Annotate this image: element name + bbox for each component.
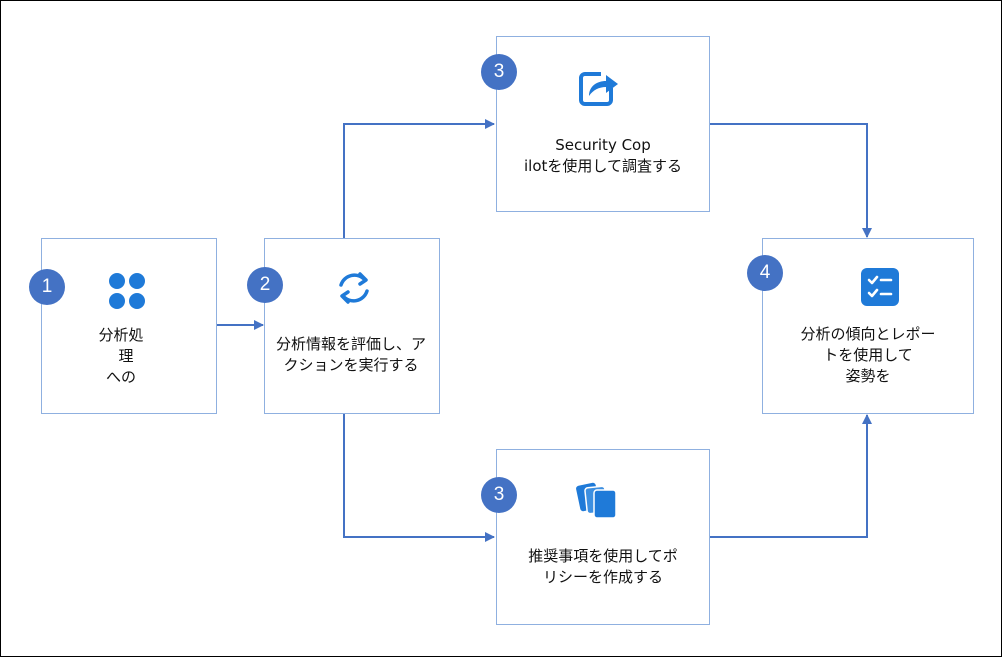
step-2-line-2: クションを実行する: [283, 356, 419, 374]
step-4-label: 分析の傾向とレポー トを使用して 姿勢を: [777, 324, 959, 387]
step-3-top-label: Security Cop ilotを使用して調査する: [511, 135, 695, 177]
connector-3-top-to-4: [710, 123, 872, 238]
step-2-line-1: 分析情報を評価し、ア: [275, 335, 426, 353]
step-1-line-1: 分析処: [98, 326, 144, 344]
step-3-top-badge: 3: [481, 54, 517, 90]
step-3-bottom-label: 推奨事項を使用してポ リシーを作成する: [511, 546, 695, 588]
step-4-box: [762, 238, 974, 414]
step-2-box: [264, 238, 440, 414]
connector-2-to-3-top: [343, 119, 495, 238]
step-3-bottom-line-2: リシーを作成する: [542, 568, 663, 586]
checklist-icon: [861, 268, 899, 310]
connector-3-bottom-to-4: [710, 414, 872, 538]
step-4-badge: 4: [747, 255, 783, 291]
step-4-line-2: トを使用して: [823, 346, 913, 364]
step-4-line-3: 姿勢を: [845, 367, 891, 385]
step-2-badge: 2: [247, 267, 283, 303]
step-1-box: [41, 238, 217, 414]
step-3-top-box: [496, 36, 710, 212]
connector-2-to-3-bottom: [343, 413, 495, 542]
step-1-line-2: 理: [118, 347, 134, 365]
step-2-label: 分析情報を評価し、ア クションを実行する: [271, 334, 431, 376]
share-arrow-icon: [579, 68, 619, 110]
step-1-line-3: への: [105, 368, 136, 386]
step-3-bottom-box: [496, 449, 710, 625]
step-1-label: 分析処 理 への: [61, 325, 181, 388]
step-4-line-1: 分析の傾向とレポー: [800, 325, 936, 343]
four-dots-icon: [108, 272, 146, 314]
step-3-top-line-1: Security Cop: [555, 136, 651, 154]
step-3-top-line-2: ilotを使用して調査する: [524, 157, 682, 175]
step-1-badge: 1: [29, 269, 65, 305]
refresh-icon: [334, 268, 374, 312]
stacked-cards-icon: [576, 480, 620, 524]
step-3-bottom-badge: 3: [481, 477, 517, 513]
step-3-bottom-line-1: 推奨事項を使用してポ: [528, 547, 678, 565]
